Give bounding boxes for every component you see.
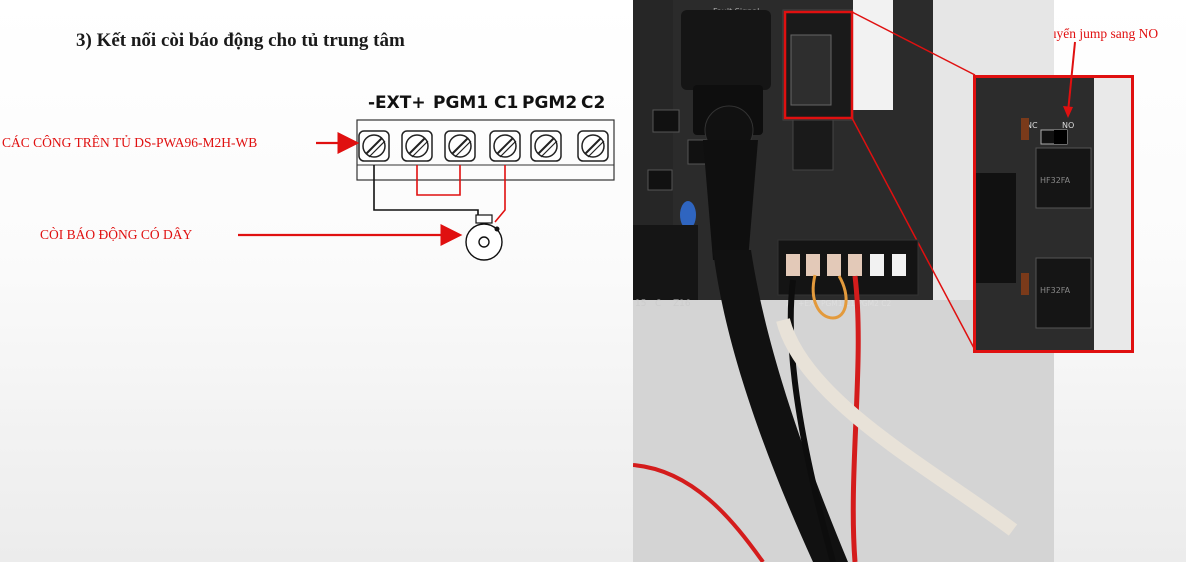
zone-marking-2: C [655, 299, 661, 309]
terminal-label-pgm1: PGM1 [433, 93, 489, 113]
ports-label: CÁC CÔNG TRÊN TỦ DS-PWA96-M2H-WB [2, 135, 258, 150]
terminal-screw-5 [530, 130, 562, 162]
zone-marking-1: 15 [635, 299, 646, 309]
terminal-screw-4 [489, 130, 521, 162]
zone-marking-3: Z16 [673, 299, 691, 309]
jumper-arrow [1063, 41, 1076, 118]
jumper-label: Chuyển jump sang NO [1034, 26, 1159, 41]
terminal-screw-3 [444, 130, 476, 162]
siren-wire-red [494, 165, 506, 223]
terminal-screw-6 [577, 130, 609, 162]
terminal-label-ext: -EXT+ [368, 93, 426, 113]
relay-label-2: HF32FA [1040, 286, 1071, 295]
terminal-block [356, 119, 615, 181]
terminal-label-pgm2: PGM2 [522, 93, 578, 113]
jumper-nc-label: NC [1026, 121, 1038, 130]
terminal-screw-2 [401, 130, 433, 162]
siren-wire-black [373, 165, 479, 222]
jumper-wire-ext-pgm1 [416, 165, 461, 196]
relay-label-1: HF32FA [1040, 176, 1071, 185]
wiring-diagram [238, 119, 615, 261]
terminal-marking: XT +EXT PGM1 C1 PGM2 C2 [786, 299, 892, 308]
jumper-no-label: NO [1062, 121, 1074, 130]
terminal-screw-1 [358, 130, 390, 162]
siren-label: CÒI BÁO ĐỘNG CÓ DÂY [40, 227, 193, 242]
terminal-label-c2: C2 [581, 93, 606, 113]
jumper-zoom-inset: HF32FA HF32FA NC NO [973, 75, 1134, 353]
slide-title: 3) Kết nối còi báo động cho tủ trung tâm [76, 30, 405, 51]
siren-icon [465, 214, 503, 261]
terminal-label-c1: C1 [494, 93, 519, 113]
